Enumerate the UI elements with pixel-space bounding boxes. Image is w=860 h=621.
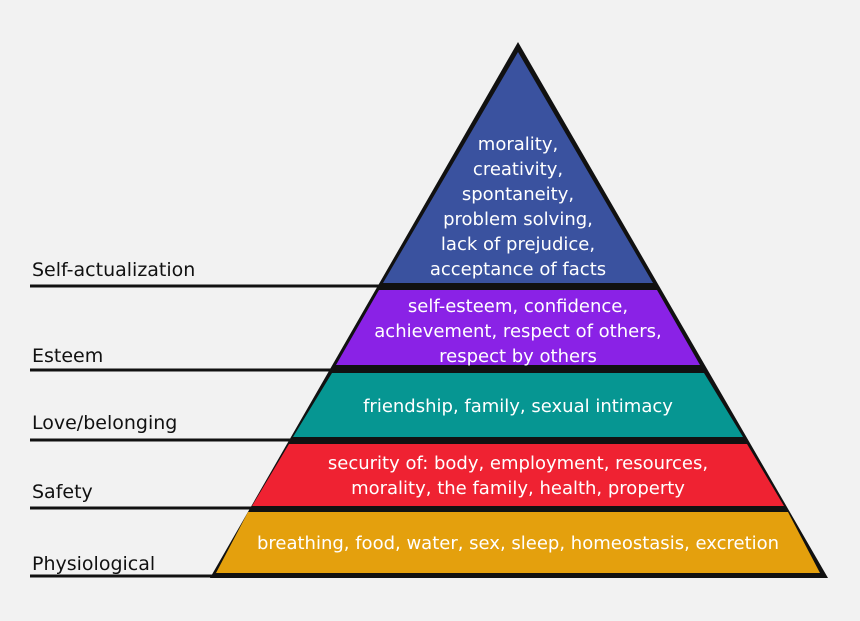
tier-line: lack of prejudice,: [441, 234, 595, 255]
tier-line: security of: body, employment, resources…: [328, 453, 708, 474]
tier-line: creativity,: [473, 159, 563, 180]
tier-love-belonging: [293, 373, 743, 437]
level-label-love-belonging: Love/belonging: [32, 412, 177, 434]
tier-text-love-belonging: friendship, family, sexual intimacy: [363, 396, 673, 417]
level-label-safety: Safety: [32, 481, 93, 503]
tier-line: problem solving,: [443, 209, 593, 230]
tier-line: friendship, family, sexual intimacy: [363, 396, 673, 417]
tier-esteem: [336, 290, 700, 365]
level-label-esteem: Esteem: [32, 345, 103, 367]
tier-safety: [252, 444, 784, 506]
tier-line: acceptance of facts: [430, 259, 606, 280]
level-label-physiological: Physiological: [32, 553, 155, 575]
tier-text-self-actualization: morality, creativity, spontaneity, probl…: [430, 134, 606, 280]
tier-text-safety: security of: body, employment, resources…: [328, 453, 708, 499]
tier-line: breathing, food, water, sex, sleep, home…: [257, 533, 779, 554]
tier-physiological: [216, 512, 820, 573]
tier-text-physiological: breathing, food, water, sex, sleep, home…: [257, 533, 779, 554]
tier-self-actualization: [383, 52, 653, 283]
tier-line: morality,: [478, 134, 558, 155]
tier-line: respect by others: [439, 346, 597, 367]
tier-line: self-esteem, confidence,: [408, 296, 628, 317]
tier-line: morality, the family, health, property: [351, 478, 685, 499]
tier-line: achievement, respect of others,: [374, 321, 661, 342]
tier-line: spontaneity,: [462, 184, 574, 205]
tier-text-esteem: self-esteem, confidence, achievement, re…: [374, 296, 661, 367]
level-label-self-actualization: Self-actualization: [32, 259, 195, 281]
